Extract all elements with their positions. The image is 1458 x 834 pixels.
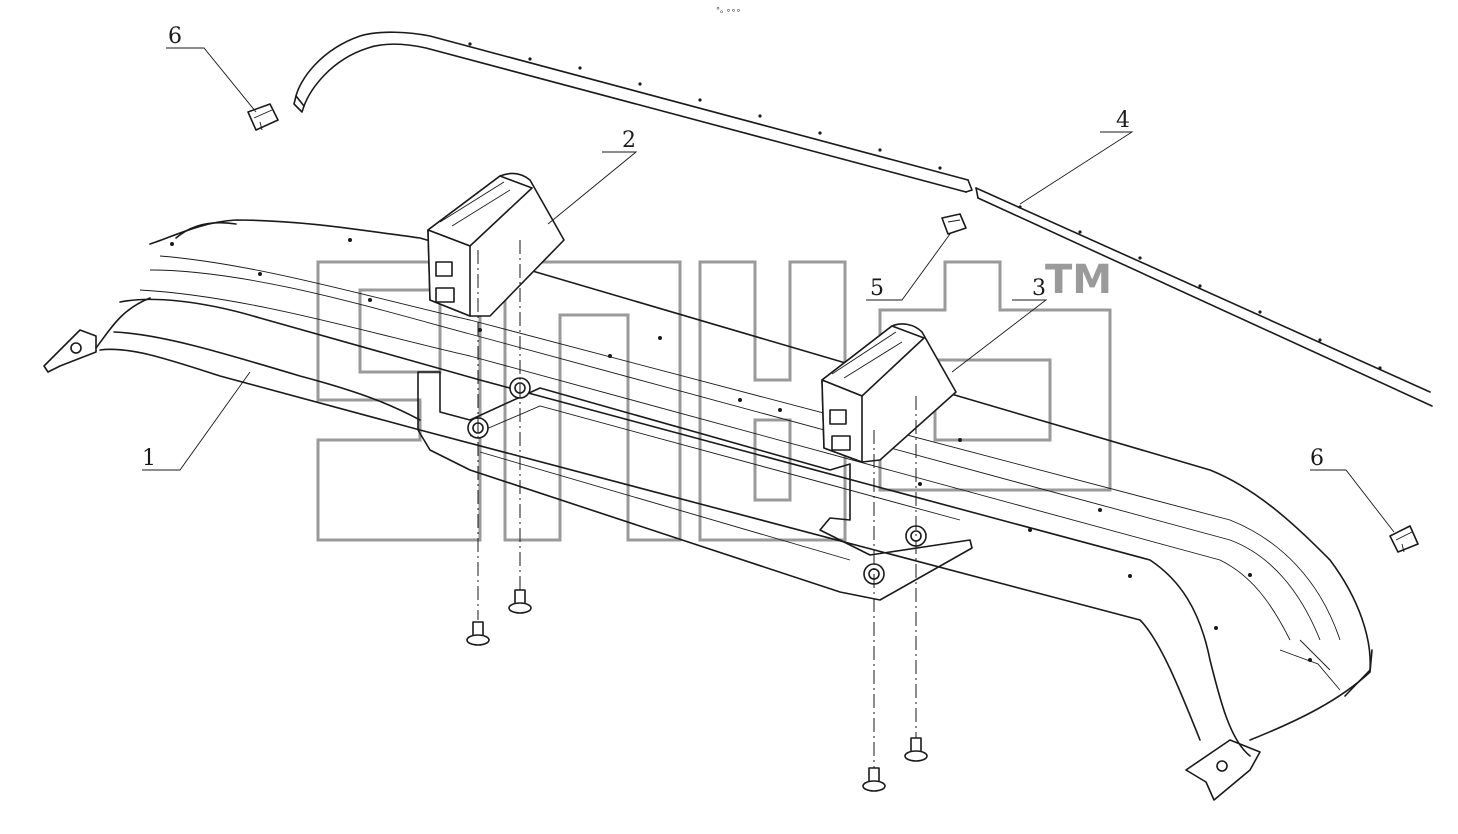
callout-1-label: 1 [142,446,156,471]
callout-3-label: 3 [1032,276,1046,301]
header-mark: °ₒ ∘∘∘ [716,6,741,15]
callouts: 1 2 3 4 5 6 6 [142,24,1395,533]
watermark-letter-2 [503,260,682,542]
callout-6-right: 6 [1310,446,1395,533]
callout-6-left: 6 [166,24,257,113]
screws [466,589,928,792]
screw-1 [466,621,490,646]
callout-6-right-label: 6 [1310,446,1324,471]
callout-3: 3 [951,276,1048,373]
part-4-trim-strip [293,31,1433,407]
part-1-main-bracket [43,219,1373,801]
callout-5-label: 5 [870,276,884,301]
watermark-letter-4 [878,260,1112,492]
screw-2 [508,589,532,614]
part-2-housing [427,172,565,317]
callout-2: 2 [547,128,638,225]
watermark-letter-3 [698,260,847,542]
screw-centerlines [477,240,917,770]
callout-2-label: 2 [622,128,636,153]
part-3-housing [821,323,957,463]
callout-1: 1 [142,371,251,471]
callout-6-left-label: 6 [168,24,182,49]
watermark-logo: TM [316,257,1112,542]
part-6-clip-left [247,103,279,131]
callout-5: 5 [866,233,951,301]
callout-4-label: 4 [1116,108,1130,133]
part-6-clip-right [1389,525,1419,553]
screw-3 [862,767,886,792]
watermark-trademark: TM [1045,257,1112,303]
screw-4 [904,737,928,762]
part-5-clip [941,213,967,235]
callout-4: 4 [1019,108,1134,205]
